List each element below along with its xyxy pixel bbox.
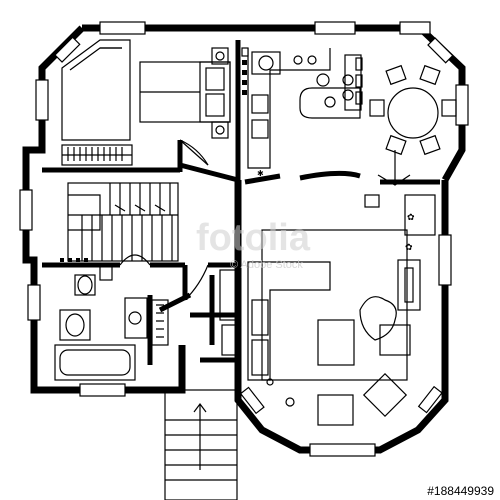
animal-rug	[359, 296, 397, 341]
window-left-bath	[27, 284, 41, 321]
coffee-table	[317, 319, 355, 366]
window-diag-top-left	[54, 36, 81, 63]
sofa	[247, 261, 331, 381]
toilet	[74, 274, 96, 296]
svg-text:✿: ✿	[405, 242, 413, 252]
bathtub	[54, 344, 136, 381]
window-right-dining	[455, 84, 469, 126]
kitchen: ✱	[241, 47, 363, 178]
dining	[369, 64, 457, 186]
nightstand-bottom	[211, 121, 229, 139]
window-top-bedroom	[99, 21, 146, 35]
watermark-sub: © Adobe Stock	[230, 259, 303, 271]
hall	[119, 254, 237, 356]
rug	[61, 39, 131, 141]
window-top-right	[399, 21, 431, 35]
watermark-brand: fotolia	[196, 217, 311, 259]
nightstand-top	[211, 47, 229, 65]
side-chair	[362, 372, 408, 418]
bedroom	[61, 39, 231, 166]
dining-table	[387, 87, 439, 139]
windows	[19, 21, 469, 457]
armchair-bottom	[317, 394, 354, 426]
window-bottom-living	[309, 443, 376, 457]
window-diag-right	[417, 385, 443, 414]
window-left-bedroom	[35, 79, 49, 121]
watermark: fotolia © Adobe Stock	[196, 217, 311, 271]
counter	[247, 48, 331, 169]
window-diag-top-right	[427, 37, 454, 64]
svg-text:✱: ✱	[257, 169, 264, 178]
stock-id-label: #188449939	[425, 484, 496, 498]
rug-living	[261, 229, 408, 381]
island	[299, 87, 361, 119]
armchair-right	[379, 324, 411, 356]
bookshelf	[404, 194, 436, 236]
entrance-stairs	[164, 345, 238, 500]
window-right-living	[438, 234, 452, 286]
sink	[59, 309, 91, 341]
window-top-kitchen	[314, 21, 356, 35]
tv-unit	[397, 259, 421, 311]
window-bottom-bath	[79, 383, 126, 397]
bathroom	[54, 258, 148, 381]
living-room: ✿ ✿	[247, 194, 436, 426]
svg-text:✿: ✿	[407, 212, 415, 222]
window-left-stairs	[19, 189, 33, 231]
stairs	[67, 182, 179, 262]
window-diag-left	[239, 386, 265, 415]
